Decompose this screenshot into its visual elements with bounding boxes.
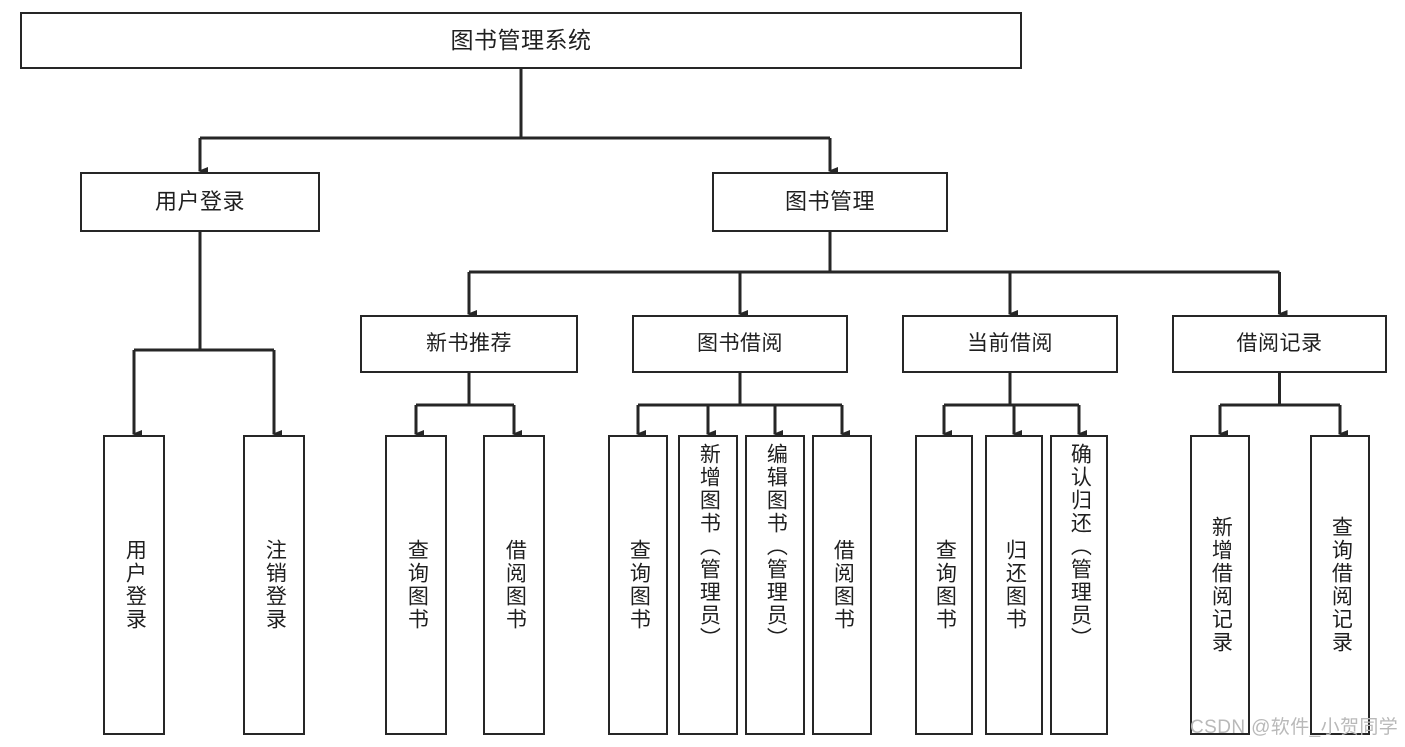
leaf-label-add-book: 新增图书（管理员） [697,443,721,650]
leaf-add-book-admin[interactable]: 新增图书（管理员） [678,435,738,735]
leaf-label-user-login: 用户登录 [123,539,147,631]
leaf-label-add-record: 新增借阅记录 [1209,516,1233,654]
node-book-borrow[interactable]: 图书借阅 [632,315,848,373]
leaf-label-query-book-3: 查询图书 [933,539,957,631]
leaf-label-edit-book: 编辑图书（管理员） [764,443,788,650]
node-label-book-borrow: 图书借阅 [697,331,783,355]
leaf-query-borrow-record[interactable]: 查询借阅记录 [1310,435,1370,735]
node-current-borrow[interactable]: 当前借阅 [902,315,1118,373]
leaf-user-logout[interactable]: 注销登录 [243,435,305,735]
leaf-label-borrow-book-2: 借阅图书 [831,539,855,631]
node-label-user-login: 用户登录 [154,189,245,215]
node-borrow-record[interactable]: 借阅记录 [1172,315,1387,373]
leaf-label-query-record: 查询借阅记录 [1329,516,1353,654]
leaf-label-borrow-book-1: 借阅图书 [503,539,527,631]
leaf-borrow-book-recommend[interactable]: 借阅图书 [483,435,545,735]
node-label-new-book-recommend: 新书推荐 [426,331,512,355]
node-book-management[interactable]: 图书管理 [712,172,948,232]
leaf-query-book-current[interactable]: 查询图书 [915,435,973,735]
leaf-edit-book-admin[interactable]: 编辑图书（管理员） [745,435,805,735]
node-label-current-borrow: 当前借阅 [967,331,1053,355]
leaf-add-borrow-record[interactable]: 新增借阅记录 [1190,435,1250,735]
leaf-borrow-book-borrow[interactable]: 借阅图书 [812,435,872,735]
leaf-label-query-book-1: 查询图书 [405,539,429,631]
leaf-query-book-recommend[interactable]: 查询图书 [385,435,447,735]
leaf-label-return-book: 归还图书 [1003,539,1027,631]
node-root-system[interactable]: 图书管理系统 [20,12,1022,69]
node-new-book-recommend[interactable]: 新书推荐 [360,315,578,373]
connector-group [132,69,1348,438]
node-label-borrow-record: 借阅记录 [1236,331,1323,355]
leaf-user-login[interactable]: 用户登录 [103,435,165,735]
leaf-query-book-borrow[interactable]: 查询图书 [608,435,668,735]
node-label-root: 图书管理系统 [450,27,592,54]
leaf-label-query-book-2: 查询图书 [627,539,651,631]
leaf-return-book[interactable]: 归还图书 [985,435,1043,735]
leaf-confirm-return-admin[interactable]: 确认归还（管理员） [1050,435,1108,735]
node-user-login[interactable]: 用户登录 [80,172,320,232]
node-label-book-management: 图书管理 [784,189,875,215]
leaf-label-confirm-return: 确认归还（管理员） [1068,443,1092,650]
leaf-label-user-logout: 注销登录 [263,539,287,631]
